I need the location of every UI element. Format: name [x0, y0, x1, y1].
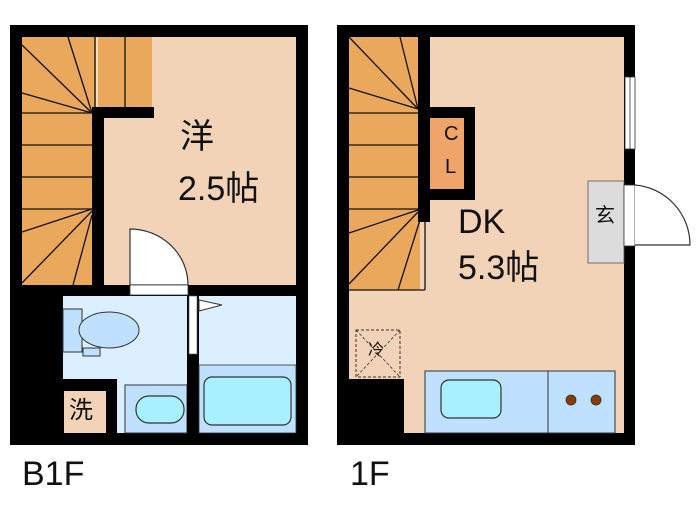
b1f-room-type: 洋: [180, 118, 214, 156]
1f-entrance: [587, 180, 625, 264]
1f-room-type: DK: [458, 203, 506, 241]
burner-icon: [565, 394, 577, 406]
closet-label-c: C: [444, 123, 459, 145]
b1f-floor-label: B1F: [22, 455, 85, 493]
washer-label: 洗: [69, 397, 93, 424]
1f-entrance-door[interactable]: [634, 184, 691, 246]
1f-room-size: 5.3帖: [458, 249, 540, 287]
1f-floor-label: 1F: [350, 455, 390, 493]
closet-label-l: L: [445, 156, 457, 178]
1f-plan: [337, 25, 691, 445]
b1f-room-door[interactable]: [129, 228, 189, 286]
burner-icon: [590, 394, 602, 406]
1f-fridge-space: [355, 329, 401, 378]
entrance-label: 玄: [595, 205, 615, 227]
1f-closet[interactable]: [430, 118, 464, 189]
fridge-label: 冷: [368, 342, 385, 359]
b1f-plan: [10, 25, 308, 445]
b1f-room-size: 2.5帖: [178, 170, 260, 208]
1f-stove: [547, 370, 616, 434]
b1f-bathtub: [203, 376, 292, 426]
1f-kitchen-sink: [440, 379, 502, 419]
